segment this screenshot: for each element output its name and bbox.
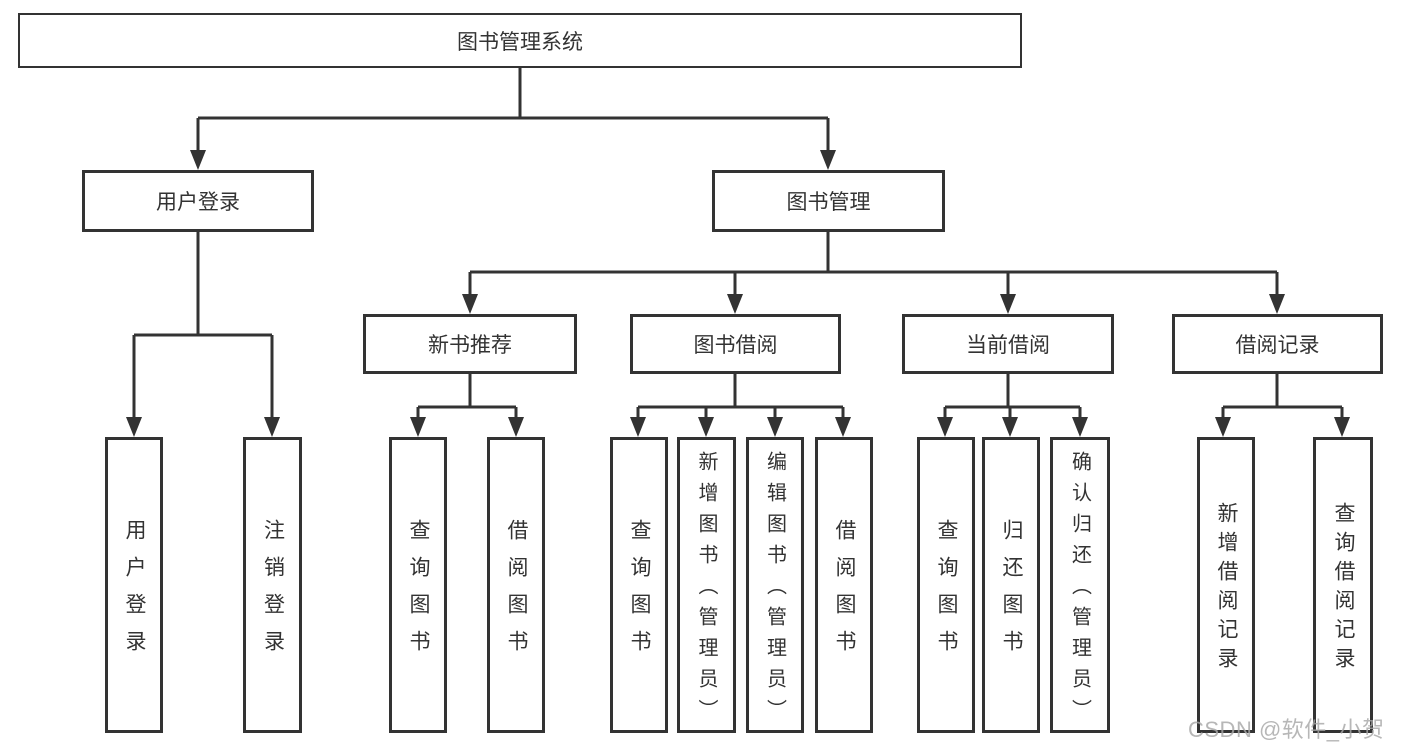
leaf-query-books-recommend-label: 查询图书 (407, 519, 430, 667)
leaf-add-book-admin-label: 新增图书（管理员） (695, 451, 717, 730)
arrow-down-icon (190, 150, 206, 170)
leaf-borrow-books-recommend: 借阅图书 (487, 437, 545, 733)
leaf-add-borrow-record-label: 新增借阅记录 (1215, 502, 1238, 676)
arrow-down-icon (937, 417, 953, 437)
node-book-management-label: 图书管理 (786, 191, 871, 214)
node-book-borrow: 图书借阅 (630, 314, 841, 374)
arrow-down-icon (1334, 417, 1350, 437)
node-user-login-label: 用户登录 (156, 191, 240, 214)
arrow-down-icon (820, 150, 836, 170)
arrow-down-icon (126, 417, 142, 437)
node-root-label: 图书管理系统 (457, 30, 583, 54)
node-book-borrow-label: 图书借阅 (693, 334, 778, 357)
arrow-down-icon (727, 294, 743, 314)
arrow-down-icon (698, 417, 714, 437)
arrow-down-icon (835, 417, 851, 437)
leaf-edit-book-admin-label: 编辑图书（管理员） (763, 451, 786, 730)
arrow-down-icon (1002, 417, 1018, 437)
node-current-borrow-label: 当前借阅 (966, 334, 1050, 357)
leaf-query-books-borrow: 查询图书 (610, 437, 668, 733)
leaf-add-book-admin: 新增图书（管理员） (677, 437, 736, 733)
leaf-confirm-return-admin: 确认归还（管理员） (1050, 437, 1110, 733)
watermark: CSDN @软件_小贺同学 (1188, 717, 1385, 742)
leaf-borrow-books-borrow-label: 借阅图书 (833, 519, 856, 667)
leaf-query-borrow-record-label: 查询借阅记录 (1332, 502, 1355, 676)
node-root: 图书管理系统 (18, 13, 1022, 68)
leaf-return-books-label: 归还图书 (1000, 519, 1023, 667)
node-new-book-recommend: 新书推荐 (363, 314, 577, 374)
leaf-add-borrow-record: 新增借阅记录 (1197, 437, 1255, 733)
node-new-book-recommend-label: 新书推荐 (428, 334, 512, 357)
leaf-confirm-return-admin-label: 确认归还（管理员） (1068, 451, 1091, 730)
node-book-management: 图书管理 (712, 170, 945, 232)
node-borrow-records: 借阅记录 (1172, 314, 1383, 374)
arrow-down-icon (1000, 294, 1016, 314)
arrow-down-icon (767, 417, 783, 437)
arrow-down-icon (264, 417, 280, 437)
leaf-borrow-books-recommend-label: 借阅图书 (505, 519, 528, 667)
arrow-down-icon (1269, 294, 1285, 314)
leaf-logout-label: 注销登录 (261, 519, 285, 667)
arrow-down-icon (1072, 417, 1088, 437)
arrow-down-icon (508, 417, 524, 437)
arrow-down-icon (462, 294, 478, 314)
leaf-query-books-current: 查询图书 (917, 437, 975, 733)
leaf-user-login: 用户登录 (105, 437, 163, 733)
node-user-login: 用户登录 (82, 170, 314, 232)
leaf-edit-book-admin: 编辑图书（管理员） (746, 437, 804, 733)
leaf-logout: 注销登录 (243, 437, 302, 733)
leaf-user-login-label: 用户登录 (123, 519, 146, 667)
leaf-query-borrow-record: 查询借阅记录 (1313, 437, 1373, 733)
leaf-query-books-recommend: 查询图书 (389, 437, 447, 733)
arrow-down-icon (410, 417, 426, 437)
arrow-down-icon (630, 417, 646, 437)
node-current-borrow: 当前借阅 (902, 314, 1114, 374)
leaf-query-books-current-label: 查询图书 (935, 519, 958, 667)
leaf-borrow-books-borrow: 借阅图书 (815, 437, 873, 733)
arrow-down-icon (1215, 417, 1231, 437)
leaf-query-books-borrow-label: 查询图书 (628, 519, 651, 667)
leaf-return-books: 归还图书 (982, 437, 1040, 733)
node-borrow-records-label: 借阅记录 (1235, 334, 1320, 357)
